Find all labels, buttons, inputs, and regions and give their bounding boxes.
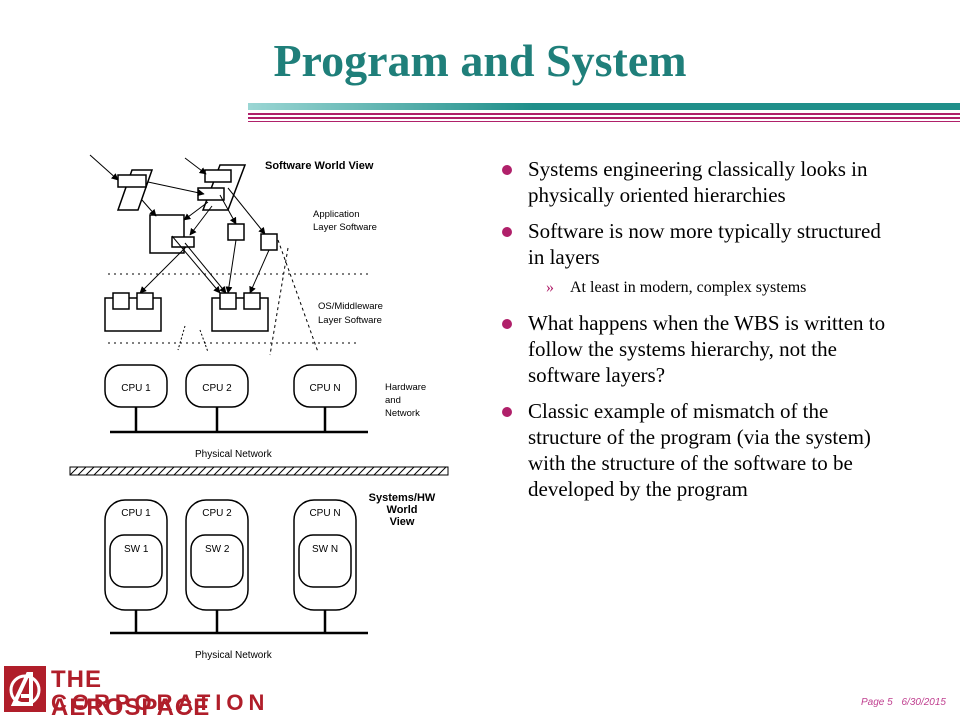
- bullet-text-4: Classic example of mismatch of the struc…: [528, 399, 871, 501]
- os-middleware-layer: [104, 292, 269, 332]
- label-physical-network-top: Physical Network: [195, 449, 273, 460]
- sw-label-n: SW N: [312, 544, 338, 555]
- bullet-text-1: Systems engineering classically looks in…: [528, 157, 868, 207]
- label-application-layer-2: Layer Software: [313, 222, 377, 233]
- label-systems-view-2: World: [387, 504, 418, 516]
- app-module-1: [117, 174, 147, 188]
- label-systems-view-3: View: [390, 516, 415, 528]
- os-to-hw-links: [177, 325, 209, 353]
- label-hardware-2: and: [385, 395, 401, 406]
- title-rule-magenta-2: [248, 117, 960, 119]
- sw-box-2: [190, 534, 244, 588]
- application-arrows: [89, 154, 266, 236]
- application-programs: [116, 164, 278, 254]
- app-module-4: [227, 223, 245, 241]
- sw-box-1: [109, 534, 163, 588]
- os-block-2a: [219, 292, 237, 310]
- app-module-3-box: [171, 236, 195, 248]
- logo-line-2: CORPORATION: [51, 690, 270, 715]
- bullet-list: Systems engineering classically looks in…: [500, 156, 890, 512]
- label-os-layer-2: Layer Software: [318, 315, 382, 326]
- sub-bullet-marker: »: [546, 279, 554, 296]
- view-separator-hatch: [69, 466, 447, 476]
- label-physical-network-bottom: Physical Network: [195, 650, 273, 661]
- bullet-dot-icon: [502, 165, 512, 175]
- node-cpu-label-1: CPU 1: [121, 508, 151, 519]
- network-bus-top: [110, 407, 368, 434]
- bullet-item-2: Software is now more typically structure…: [500, 218, 890, 270]
- cpu-label-2: CPU 2: [202, 383, 232, 394]
- bullet-dot-icon: [502, 319, 512, 329]
- bullet-dot-icon: [502, 407, 512, 417]
- slide-title: Program and System: [273, 35, 687, 86]
- slide-footer: Page 5 6/30/2015: [855, 697, 946, 708]
- label-hardware-3: Network: [385, 408, 420, 419]
- sw-box-n: [298, 534, 352, 588]
- label-hardware-1: Hardware: [385, 382, 426, 393]
- os-block-1b: [136, 292, 154, 310]
- bullet-item-3: What happens when the WBS is written to …: [500, 310, 890, 388]
- sub-bullet-item: » At least in modern, complex systems: [500, 277, 890, 298]
- node-cpu-label-n: CPU N: [309, 508, 340, 519]
- node-cpu-label-2: CPU 2: [202, 508, 232, 519]
- aerospace-logo: THE AEROSPACE CORPORATION: [4, 666, 264, 721]
- network-bus-bottom: [110, 610, 368, 635]
- layer-connections: [139, 235, 270, 294]
- bullet-item-4: Classic example of mismatch of the struc…: [500, 398, 890, 502]
- label-application-layer-1: Application: [313, 209, 359, 220]
- os-block-2b: [243, 292, 261, 310]
- page-number: Page 5: [861, 697, 893, 708]
- app-to-network-links: [269, 239, 319, 356]
- title-rule-teal: [248, 103, 960, 110]
- title-rule-magenta-3: [248, 121, 960, 122]
- logo-line-1: THE AEROSPACE: [51, 666, 211, 721]
- bullet-dot-icon: [502, 227, 512, 237]
- slide-date: 6/30/2015: [901, 697, 947, 708]
- app-module-2a: [204, 169, 232, 183]
- sw-label-2: SW 2: [205, 544, 230, 555]
- architecture-diagram: Software World View Application Layer So…: [69, 154, 449, 661]
- bullet-item-1: Systems engineering classically looks in…: [500, 156, 890, 208]
- sw-label-1: SW 1: [124, 544, 149, 555]
- app-module-5: [260, 233, 278, 251]
- label-os-layer-1: OS/Middleware: [318, 301, 383, 312]
- sub-bullet-text: At least in modern, complex systems: [570, 279, 807, 296]
- title-rule-magenta-1: [248, 113, 960, 115]
- hardware-layer: [104, 364, 357, 408]
- bullet-text-3: What happens when the WBS is written to …: [528, 311, 886, 387]
- logo-mark-icon: [4, 666, 46, 712]
- label-systems-view-1: Systems/HW: [369, 492, 436, 504]
- cpu-label-n: CPU N: [309, 383, 340, 394]
- view-separator: [69, 466, 449, 476]
- systems-hw-nodes: [104, 499, 357, 611]
- label-software-world-view: Software World View: [265, 160, 374, 172]
- bullet-text-2: Software is now more typically structure…: [528, 219, 881, 269]
- os-block-1a: [112, 292, 130, 310]
- cpu-label-1: CPU 1: [121, 383, 151, 394]
